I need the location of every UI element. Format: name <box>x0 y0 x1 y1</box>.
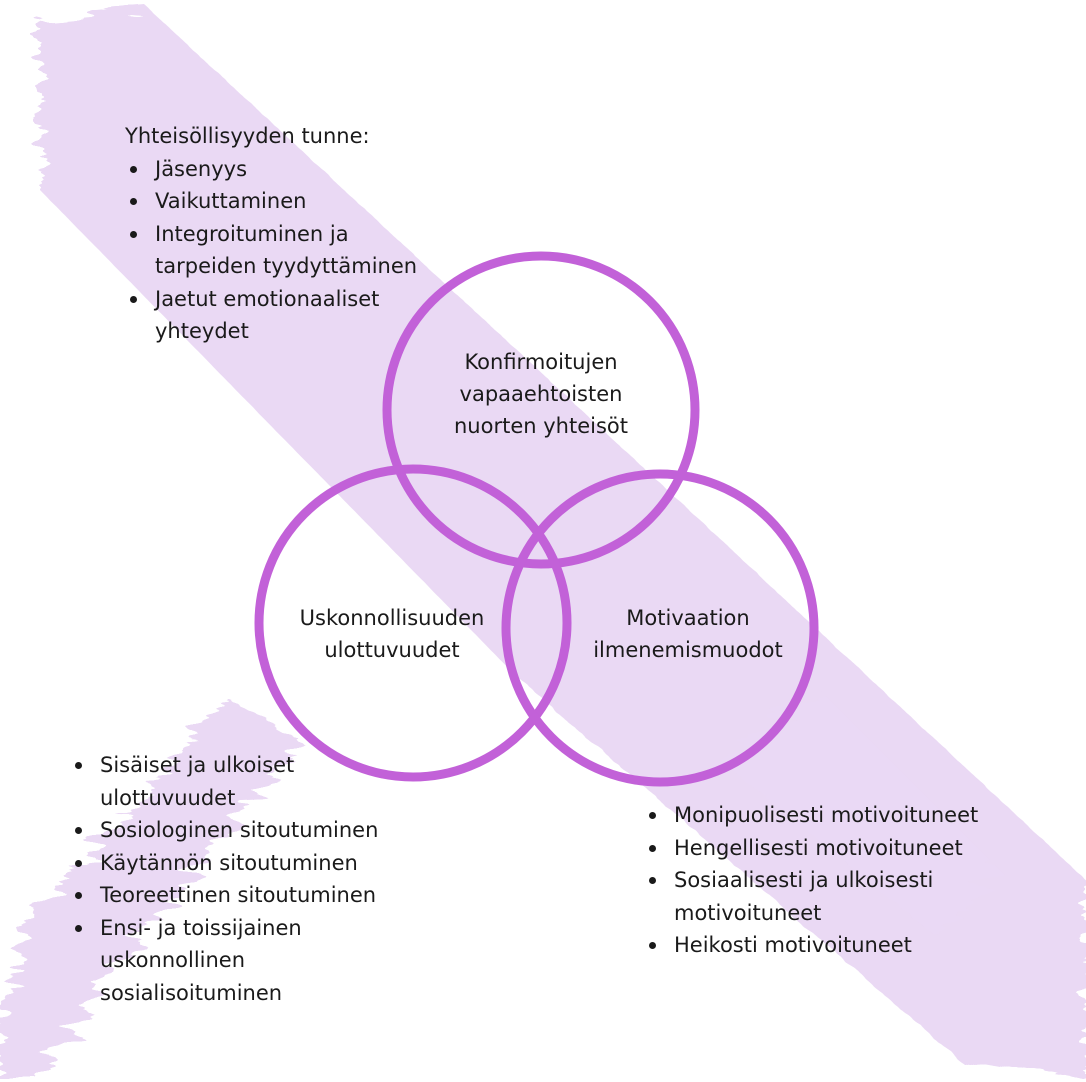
label-line: Motivaation <box>626 606 750 630</box>
list-item: Heikosti motivoituneet <box>644 929 1024 962</box>
list-item: Käytännön sitoutuminen <box>70 847 420 880</box>
list-item: Sosiaalisesti ja ulkoisesti motivoitunee… <box>644 864 1024 929</box>
motivation-list: Monipuolisesti motivoituneet Hengellises… <box>644 799 1024 962</box>
list-item: Vaikuttaminen <box>125 185 455 218</box>
religiosity-list: Sisäiset ja ulkoiset ulottuvuudet Sosiol… <box>70 749 420 1009</box>
label-line: nuorten yhteisöt <box>454 414 628 438</box>
list-item: Integroituminen ja tarpeiden tyydyttämin… <box>125 218 455 283</box>
list-item: Monipuolisesti motivoituneet <box>644 799 1024 832</box>
list-item: Jaetut emotionaaliset yhteydet <box>125 283 455 348</box>
list-item: Jäsenyys <box>125 153 455 186</box>
label-line: ilmenemismuodot <box>593 638 783 662</box>
label-line: ulottuvuudet <box>324 638 460 662</box>
list-item: Ensi- ja toissijainen uskonnollinen sosi… <box>70 912 420 1010</box>
label-line: Uskonnollisuuden <box>299 606 485 630</box>
community-list: Yhteisöllisyyden tunne: Jäsenyys Vaikutt… <box>125 120 455 348</box>
list-item: Teoreettinen sitoutuminen <box>70 879 420 912</box>
label-line: vapaaehtoisten <box>459 382 623 406</box>
community-circle <box>382 251 700 569</box>
motivation-circle-label: Motivaation ilmenemismuodot <box>588 602 788 666</box>
list-item: Sosiologinen sitoutuminen <box>70 814 420 847</box>
list-item: Hengellisesti motivoituneet <box>644 832 1024 865</box>
brush-stroke-decoration <box>0 10 1086 1082</box>
label-line: Konfirmoitujen <box>464 350 618 374</box>
religiosity-circle <box>254 464 572 782</box>
community-heading: Yhteisöllisyyden tunne: <box>125 124 370 148</box>
religiosity-circle-label: Uskonnollisuuden ulottuvuudet <box>278 602 506 666</box>
motivation-circle <box>501 469 819 787</box>
list-item: Sisäiset ja ulkoiset ulottuvuudet <box>70 749 420 814</box>
venn-circles <box>254 251 819 787</box>
community-circle-label: Konfirmoitujen vapaaehtoisten nuorten yh… <box>431 346 651 442</box>
